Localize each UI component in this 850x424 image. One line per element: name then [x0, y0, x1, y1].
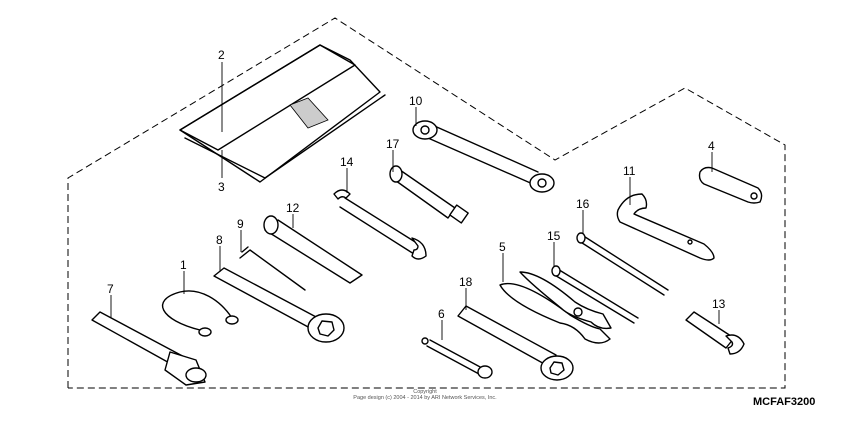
part-label-3: 3: [218, 180, 225, 194]
part-label-17: 17: [386, 137, 400, 151]
part-label-4: 4: [708, 139, 715, 153]
screwdriver-bit-16[interactable]: [576, 232, 669, 296]
hex-key[interactable]: [239, 246, 306, 291]
spanner-18[interactable]: [457, 305, 574, 381]
part-label-9: 9: [237, 217, 244, 231]
part-label-10: 10: [409, 94, 423, 108]
box-wrench[interactable]: [412, 120, 555, 193]
copyright-notice: Copyright Page design (c) 2004 - 2014 by…: [353, 389, 497, 401]
screwdriver-bit-15[interactable]: [551, 265, 639, 324]
pin-spanner[interactable]: [616, 193, 715, 261]
part-label-18: 18: [459, 275, 473, 289]
socket-wrench[interactable]: [91, 311, 207, 386]
open-end-wrench-14[interactable]: [333, 189, 427, 260]
part-label-1: 1: [180, 258, 187, 272]
small-wrench[interactable]: [685, 311, 745, 355]
part-label-14: 14: [340, 155, 354, 169]
part-label-8: 8: [216, 233, 223, 247]
extension-bar[interactable]: [263, 215, 363, 284]
pliers[interactable]: [499, 271, 612, 344]
flat-wrench[interactable]: [698, 166, 763, 204]
spanner-8[interactable]: [213, 267, 345, 343]
part-label-7: 7: [107, 282, 114, 296]
diagram-code: MCFAF3200: [753, 396, 816, 408]
tool-pouch[interactable]: [179, 44, 386, 183]
cable[interactable]: [161, 290, 239, 337]
part-label-15: 15: [547, 229, 561, 243]
part-label-13: 13: [712, 297, 726, 311]
part-label-2: 2: [218, 48, 225, 62]
screwdriver-handle[interactable]: [389, 165, 469, 224]
part-label-12: 12: [286, 201, 300, 215]
velcro-patch: [289, 97, 329, 129]
part-label-16: 16: [576, 197, 590, 211]
part-label-5: 5: [499, 240, 506, 254]
part-label-11: 11: [623, 164, 636, 178]
kit-boundary: [67, 17, 786, 389]
leader-lines: [110, 62, 720, 340]
bolt-pin[interactable]: [421, 337, 493, 379]
part-label-6: 6: [438, 307, 445, 321]
